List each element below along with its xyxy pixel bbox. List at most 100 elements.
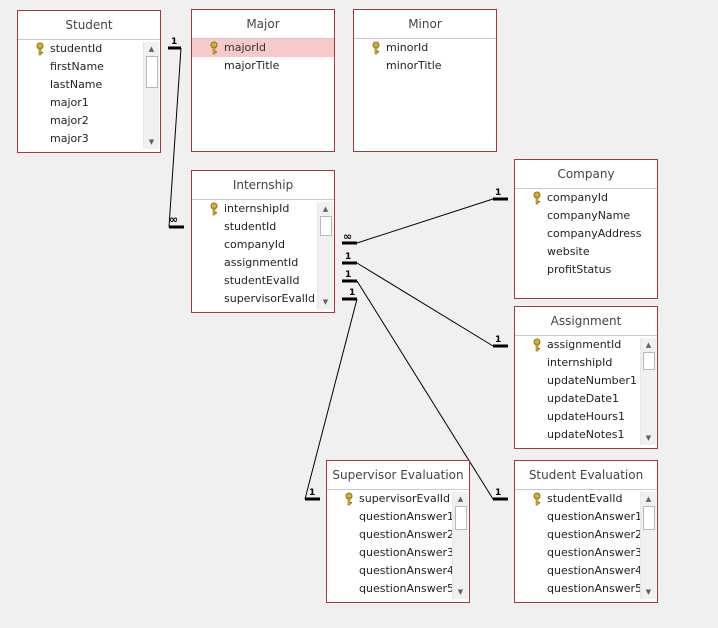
field-row[interactable]: companyId: [515, 189, 657, 207]
table-title[interactable]: Major: [192, 10, 334, 39]
table-title[interactable]: Supervisor Evaluation: [327, 461, 469, 490]
scrollbar-thumb[interactable]: [320, 216, 332, 236]
field-row[interactable]: updateNumber1: [515, 372, 657, 390]
field-row[interactable]: questionAnswer1: [327, 508, 469, 526]
field-row[interactable]: supervisorEvalId: [192, 290, 334, 308]
scrollbar[interactable]: ▲ ▼: [143, 42, 159, 149]
scroll-up-arrow-icon[interactable]: ▲: [457, 495, 464, 503]
field-row[interactable]: updateDate1: [515, 390, 657, 408]
scrollbar[interactable]: ▲ ▼: [452, 492, 468, 599]
table-title[interactable]: Company: [515, 160, 657, 189]
field-name: questionAnswer4: [547, 564, 643, 577]
relationship-line-internship-company[interactable]: [356, 198, 494, 244]
scroll-up-arrow-icon[interactable]: ▲: [322, 205, 329, 213]
key-icon: [533, 338, 541, 352]
field-name: questionAnswer5: [359, 582, 455, 595]
relationship-line-internship-studenteval[interactable]: [356, 280, 494, 500]
field-name: studentId: [50, 42, 103, 55]
field-row[interactable]: firstName: [18, 58, 160, 76]
relationship-line-student-internship[interactable]: [168, 47, 182, 228]
field-row[interactable]: majorTitle: [192, 57, 334, 75]
field-name: questionAnswer1: [359, 510, 455, 523]
relationship-line-internship-supervisoreval[interactable]: [304, 298, 358, 500]
field-row[interactable]: internshipId: [192, 200, 334, 218]
field-row[interactable]: questionAnswer2: [515, 526, 657, 544]
table-title[interactable]: Student Evaluation: [515, 461, 657, 490]
field-row[interactable]: assignmentId: [192, 254, 334, 272]
table-minor[interactable]: Minor minorId minorTitle: [353, 9, 497, 152]
relationship-line-internship-assignment[interactable]: [356, 262, 494, 347]
table-major[interactable]: Major majorId majorTitle: [191, 9, 335, 152]
field-row[interactable]: supervisorEvalId: [327, 490, 469, 508]
field-row[interactable]: internshipId: [515, 354, 657, 372]
scrollbar[interactable]: ▲ ▼: [640, 338, 656, 445]
table-title[interactable]: Minor: [354, 10, 496, 39]
field-row[interactable]: questionAnswer4: [327, 562, 469, 580]
table-title[interactable]: Assignment: [515, 307, 657, 336]
scroll-down-arrow-icon[interactable]: ▼: [457, 588, 464, 596]
field-row[interactable]: questionAnswer5: [515, 580, 657, 598]
field-name: studentId: [224, 220, 277, 233]
scrollbar[interactable]: ▲ ▼: [640, 492, 656, 599]
field-row[interactable]: updateHours1: [515, 408, 657, 426]
field-list: studentId firstName lastName major1 majo…: [18, 40, 160, 152]
field-row[interactable]: studentEvalId: [192, 272, 334, 290]
scrollbar-thumb[interactable]: [455, 506, 467, 530]
scrollbar[interactable]: ▲ ▼: [317, 202, 333, 309]
field-row[interactable]: major2: [18, 112, 160, 130]
field-row[interactable]: website: [515, 243, 657, 261]
scroll-up-arrow-icon[interactable]: ▲: [148, 45, 155, 53]
field-row[interactable]: questionAnswer4: [515, 562, 657, 580]
field-row[interactable]: minorTitle: [354, 57, 496, 75]
field-name: companyAddress: [547, 227, 642, 240]
field-row[interactable]: assignmentId: [515, 336, 657, 354]
field-name: assignmentId: [224, 256, 299, 269]
field-row[interactable]: companyId: [192, 236, 334, 254]
field-row[interactable]: lastName: [18, 76, 160, 94]
field-row[interactable]: studentId: [192, 218, 334, 236]
field-list: supervisorEvalId questionAnswer1 questio…: [327, 490, 469, 602]
table-supervisor-evaluation[interactable]: Supervisor Evaluation supervisorEvalId q…: [326, 460, 470, 603]
field-row[interactable]: questionAnswer3: [515, 544, 657, 562]
field-row[interactable]: companyName: [515, 207, 657, 225]
field-row[interactable]: companyAddress: [515, 225, 657, 243]
scroll-down-arrow-icon[interactable]: ▼: [322, 298, 329, 306]
cardinality-label: 1: [171, 37, 177, 47]
scrollbar-thumb[interactable]: [643, 352, 655, 370]
scroll-down-arrow-icon[interactable]: ▼: [645, 588, 652, 596]
field-row[interactable]: studentEvalId: [515, 490, 657, 508]
field-row[interactable]: updateNotes1: [515, 426, 657, 444]
field-row[interactable]: profitStatus: [515, 261, 657, 279]
field-name: supervisorEvalId: [359, 492, 451, 505]
field-name: studentEvalId: [224, 274, 300, 287]
table-company[interactable]: Company companyId companyName companyAdd…: [514, 159, 658, 299]
table-assignment[interactable]: Assignment assignmentId internshipId upd…: [514, 306, 658, 449]
table-student[interactable]: Student studentId firstName lastName maj…: [17, 10, 161, 153]
field-row[interactable]: studentId: [18, 40, 160, 58]
field-row[interactable]: major1: [18, 94, 160, 112]
field-name: majorId: [224, 41, 266, 54]
field-row[interactable]: questionAnswer5: [327, 580, 469, 598]
scrollbar-thumb[interactable]: [643, 506, 655, 530]
table-student-evaluation[interactable]: Student Evaluation studentEvalId questio…: [514, 460, 658, 603]
field-row-selected[interactable]: majorId: [192, 39, 334, 57]
field-row[interactable]: major3: [18, 130, 160, 148]
field-row[interactable]: questionAnswer2: [327, 526, 469, 544]
field-row[interactable]: questionAnswer3: [327, 544, 469, 562]
table-internship[interactable]: Internship internshipId studentId compan…: [191, 170, 335, 313]
field-name: major2: [50, 114, 89, 127]
field-name: internshipId: [547, 356, 613, 369]
scrollbar-thumb[interactable]: [146, 56, 158, 88]
field-name: minorTitle: [386, 59, 442, 72]
field-row[interactable]: minorId: [354, 39, 496, 57]
key-icon: [345, 492, 353, 506]
table-title[interactable]: Student: [18, 11, 160, 40]
scroll-down-arrow-icon[interactable]: ▼: [148, 138, 155, 146]
key-icon: [210, 41, 218, 55]
scroll-down-arrow-icon[interactable]: ▼: [645, 434, 652, 442]
field-row[interactable]: questionAnswer1: [515, 508, 657, 526]
scroll-up-arrow-icon[interactable]: ▲: [645, 495, 652, 503]
scroll-up-arrow-icon[interactable]: ▲: [645, 341, 652, 349]
field-name: lastName: [50, 78, 103, 91]
table-title[interactable]: Internship: [192, 171, 334, 200]
